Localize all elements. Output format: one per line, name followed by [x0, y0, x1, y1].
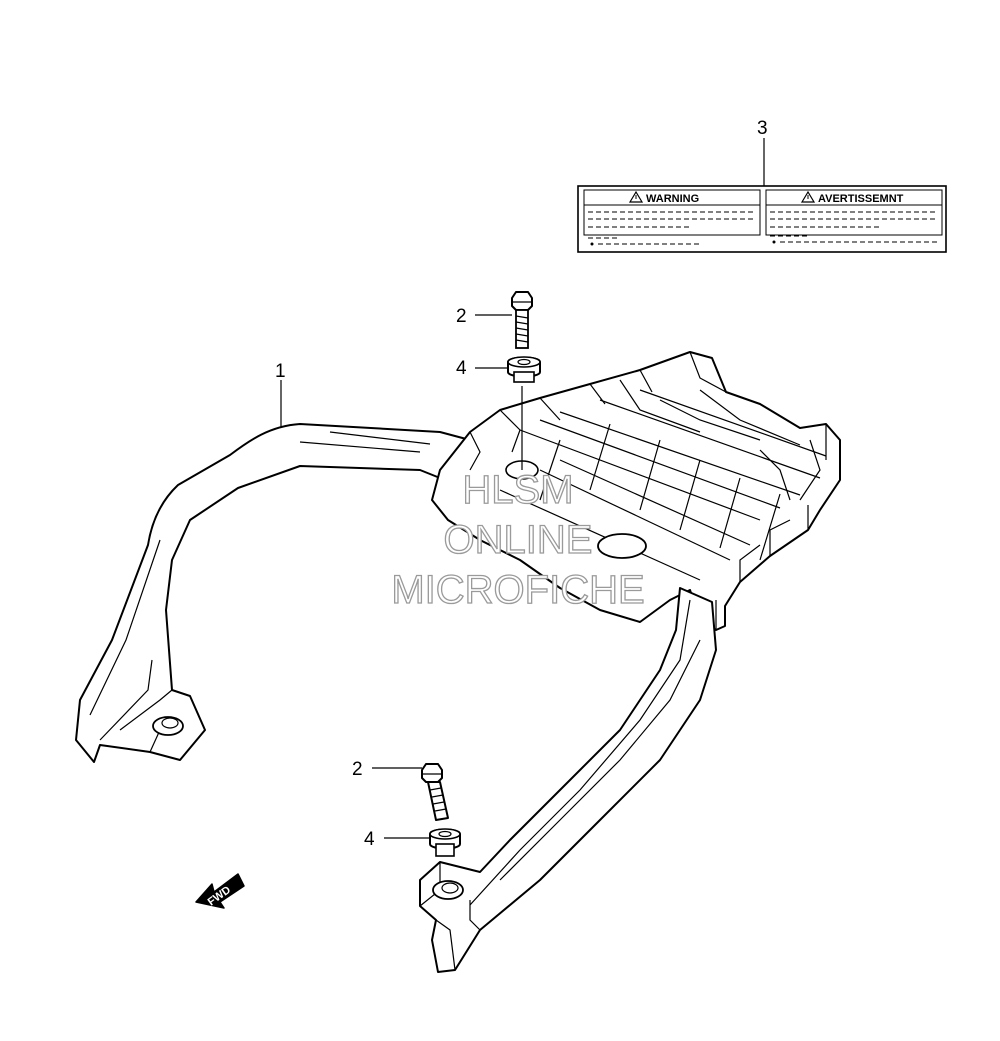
bolt-lower	[421, 763, 449, 821]
callout-2-upper: 2	[456, 306, 467, 327]
avertissement-title: AVERTISSEMNT	[818, 193, 904, 205]
washer-lower	[429, 828, 461, 857]
warning-title: WARNING	[646, 193, 699, 205]
warning-triangle-icon	[800, 190, 816, 203]
fwd-arrow-icon: FWD	[195, 873, 245, 909]
callout-1: 1	[275, 361, 286, 382]
watermark-line-3: MICROFICHE	[391, 568, 644, 612]
watermark-line-2: ONLINE	[444, 518, 593, 562]
washer-upper	[507, 356, 541, 383]
callout-4-upper: 4	[456, 358, 467, 379]
warning-triangle-icon	[628, 190, 644, 203]
bolt-upper	[511, 291, 533, 349]
callout-2-lower: 2	[352, 759, 363, 780]
watermark-line-1: HLSM	[462, 468, 573, 512]
warning-label: 3 WARNING AVERTISSEMNT	[577, 118, 947, 253]
callout-3: 3	[757, 118, 768, 139]
watermark: HLSM ONLINE MICROFICHE	[391, 467, 646, 612]
grab-rail	[75, 351, 841, 973]
callout-4-lower: 4	[364, 829, 375, 850]
